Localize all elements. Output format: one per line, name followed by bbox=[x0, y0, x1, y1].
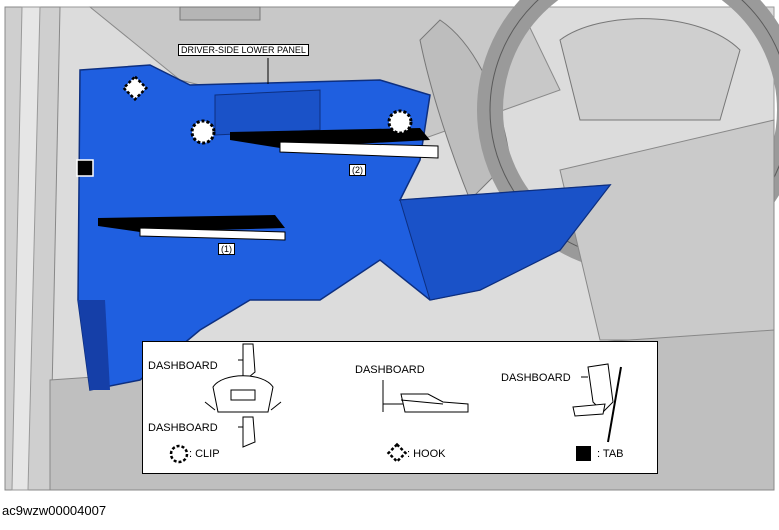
clip-detail-drawing bbox=[204, 343, 282, 448]
steering-hub bbox=[559, 18, 741, 121]
tab-detail-drawing bbox=[572, 363, 622, 443]
clip-icon bbox=[190, 119, 216, 145]
figure-id: ac9wzw00004007 bbox=[2, 503, 107, 518]
panel-lower-flange bbox=[399, 184, 612, 301]
hook-icon bbox=[386, 442, 408, 464]
removal-arrow-2-tail bbox=[279, 141, 439, 159]
tab-icon bbox=[576, 446, 591, 461]
callout-2: (2) bbox=[349, 164, 366, 176]
panel-recess bbox=[214, 89, 321, 136]
clip-key-label: : CLIP bbox=[189, 448, 220, 460]
dashboard-label: DASHBOARD bbox=[501, 372, 571, 384]
dashboard-label: DASHBOARD bbox=[148, 360, 218, 372]
clip-icon bbox=[169, 444, 189, 464]
pillar-edge bbox=[11, 6, 41, 491]
dashboard-vent bbox=[179, 6, 261, 21]
clip-icon bbox=[387, 109, 413, 135]
hook-detail-drawing bbox=[382, 380, 469, 413]
callout-1: (1) bbox=[218, 243, 235, 255]
tab-icon bbox=[76, 159, 94, 177]
dashboard-label: DASHBOARD bbox=[355, 364, 425, 376]
removal-arrow-1-tail bbox=[139, 227, 286, 241]
tab-key-label: : TAB bbox=[597, 448, 624, 460]
dashboard-label: DASHBOARD bbox=[148, 422, 218, 434]
legend-box: DASHBOARD DASHBOARD DASHBOARD DASHBOARD … bbox=[142, 341, 658, 474]
panel-edge-shadow bbox=[78, 300, 110, 390]
hook-key-label: : HOOK bbox=[407, 448, 446, 460]
panel-title-label: DRIVER-SIDE LOWER PANEL bbox=[178, 44, 309, 56]
legend-details bbox=[169, 343, 622, 464]
